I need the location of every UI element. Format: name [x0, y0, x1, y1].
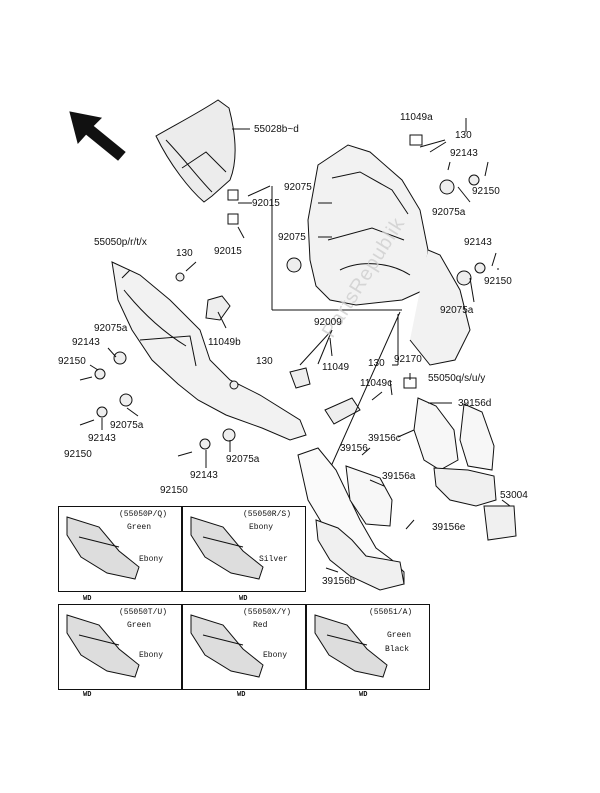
part-label-130[interactable]: 130 — [176, 248, 193, 259]
part-label-130[interactable]: 130 — [368, 358, 385, 369]
part-label-39156a[interactable]: 39156a — [382, 471, 416, 482]
part-label-92075a[interactable]: 92075a — [440, 305, 474, 316]
inner-panel-39156a — [345, 465, 393, 527]
wd-label: WD — [237, 691, 246, 699]
part-label-92170[interactable]: 92170 — [394, 354, 422, 365]
variant-code: (55050R/S) — [243, 510, 292, 519]
variant-color: Green — [387, 631, 412, 640]
inner-panel-39156b — [315, 519, 405, 591]
variant-color: Green — [127, 621, 152, 630]
color-variant-box-3[interactable]: (55050T/U) Green Ebony WD — [58, 604, 182, 699]
variant-color: Red — [253, 621, 268, 630]
pad-53004 — [483, 505, 517, 541]
front-direction-arrow-icon — [69, 111, 126, 161]
variant-color: Silver — [259, 555, 288, 564]
part-label-92150[interactable]: 92150 — [58, 356, 86, 367]
upper-fairing-part — [155, 99, 236, 203]
part-label-92075a[interactable]: 92075a — [432, 207, 466, 218]
part-label-92015[interactable]: 92015 — [252, 198, 280, 209]
inner-panel-39156d — [459, 403, 495, 471]
variant-color: Ebony — [139, 651, 164, 660]
color-variant-box-2[interactable]: (55050R/S) Ebony Silver WD — [182, 506, 306, 603]
part-label-92075a[interactable]: 92075a — [110, 420, 144, 431]
part-label-130[interactable]: 130 — [455, 130, 472, 141]
part-label-92075a[interactable]: 92075a — [94, 323, 128, 334]
part-label-92143[interactable]: 92143 — [72, 337, 100, 348]
fairing-thumbnail-icon — [190, 614, 264, 678]
fairing-thumbnail-icon — [190, 516, 264, 580]
variant-color: Ebony — [263, 651, 288, 660]
color-variant-box-4[interactable]: (55050X/Y) Red Ebony WD — [182, 604, 306, 699]
part-label-39156e[interactable]: 39156e — [432, 522, 466, 533]
variant-color: Green — [127, 523, 152, 532]
variant-color: Black — [385, 645, 410, 654]
variant-color: Ebony — [249, 523, 274, 532]
fairing-thumbnail-icon — [314, 614, 388, 678]
wd-label: WD — [359, 691, 368, 699]
part-label-92143[interactable]: 92143 — [190, 470, 218, 481]
part-label-130[interactable]: 130 — [256, 356, 273, 367]
variant-code: (55050X/Y) — [243, 608, 292, 617]
lower-fairing-left-part — [111, 261, 307, 441]
variant-color: Ebony — [139, 555, 164, 564]
part-label-92150[interactable]: 92150 — [64, 449, 92, 460]
color-variant-box-5[interactable]: (55051/A) Green Black WD — [306, 604, 430, 699]
part-label-92143[interactable]: 92143 — [464, 237, 492, 248]
part-label-92143[interactable]: 92143 — [88, 433, 116, 444]
part-label-11049a[interactable]: 11049a — [400, 112, 433, 123]
part-label-39156[interactable]: 39156 — [340, 443, 368, 454]
part-label-53004[interactable]: 53004 — [500, 490, 528, 501]
part-label-92075[interactable]: 92075 — [284, 182, 312, 193]
fairing-thumbnail-icon — [66, 516, 140, 580]
part-label-92150[interactable]: 92150 — [160, 485, 188, 496]
part-label-92143[interactable]: 92143 — [450, 148, 478, 159]
part-label-39156d[interactable]: 39156d — [458, 398, 492, 409]
fairing-thumbnail-icon — [66, 614, 140, 678]
part-label-11049c[interactable]: 11049c — [360, 378, 393, 389]
part-label-39156b[interactable]: 39156b — [322, 576, 356, 587]
inner-panel-39156c — [413, 397, 459, 471]
variant-code: (55051/A) — [369, 608, 413, 617]
variant-code: (55050T/U) — [119, 608, 168, 617]
part-label-92150[interactable]: 92150 — [484, 276, 512, 287]
part-label-92150[interactable]: 92150 — [472, 186, 500, 197]
part-label-92075[interactable]: 92075 — [278, 232, 306, 243]
part-label-92075a[interactable]: 92075a — [226, 454, 260, 465]
part-label-11049b[interactable]: 11049b — [208, 337, 241, 348]
part-label-39156c[interactable]: 39156c — [368, 433, 401, 444]
part-label-92015[interactable]: 92015 — [214, 246, 242, 257]
inner-panel-39156e — [433, 467, 497, 507]
color-variant-box-1[interactable]: (55050P/Q) Green Ebony WD — [58, 506, 182, 603]
part-label-55050-alt[interactable]: 55050q/s/u/y — [428, 373, 486, 384]
part-label-11049[interactable]: 11049 — [322, 362, 350, 373]
part-label-92009[interactable]: 92009 — [314, 317, 342, 328]
part-label-55050[interactable]: 55050p/r/t/x — [94, 237, 147, 248]
wd-label: WD — [83, 691, 92, 699]
variant-code: (55050P/Q) — [119, 510, 168, 519]
part-label-55028[interactable]: 55028b~d — [254, 124, 299, 135]
wd-label: WD — [83, 595, 92, 603]
wd-label: WD — [239, 595, 248, 603]
middle-fairing-part — [307, 144, 429, 306]
